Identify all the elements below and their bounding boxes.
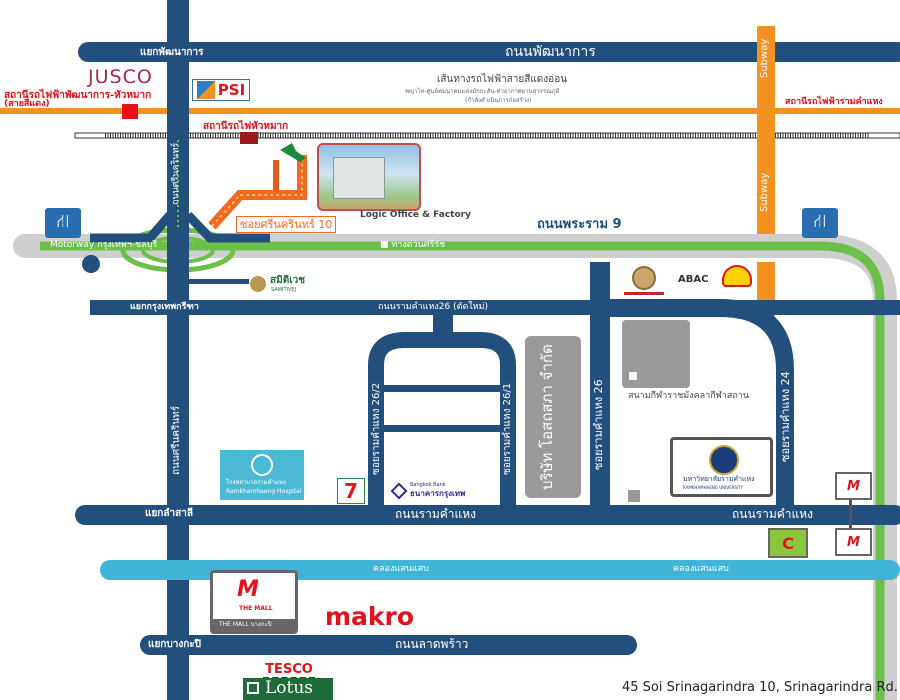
pattanakarn-road-label: ถนนพัฒนาการ [505, 44, 596, 60]
saen-saep-canal [100, 560, 900, 580]
abac-label: ABAC [678, 274, 709, 285]
soi-24-road [600, 299, 794, 508]
tesco-text: TESCO [265, 662, 313, 677]
the-mall-icon: M [237, 577, 259, 602]
lotus-icon [247, 682, 259, 694]
ladprao-road-label: ถนนลาดพร้าว [395, 637, 469, 651]
ramkhamhaeng-road-label-right: ถนนรามคำแหง [732, 507, 814, 521]
lotus-logo: Lotus [243, 678, 333, 700]
ramkhamhaeng-road-label-left: ถนนรามคำแหง [395, 507, 477, 521]
motorway-label: Motorway กรุงเทพฯ-ชลบุรี [50, 240, 158, 250]
pattanakarn-road [78, 42, 900, 62]
samitivej-icon [250, 276, 266, 292]
motorway-icon: ⛙ [45, 208, 81, 238]
redline-sub1: พญาไท-ศูนย์คมนาคมแห่งมักกะสัน-ท่าอากาศยา… [405, 88, 560, 95]
srinakarin-road-label-upper: ถนนศรีนครินทร์ [171, 142, 181, 205]
soi-24-label: ซอยรามคำแหง 24 [779, 371, 792, 462]
the-mall-bangkapi-logo: M THE MALL THE MALL บางกะปิ [210, 570, 298, 634]
psi-icon [196, 81, 215, 99]
ramp-road [184, 211, 270, 243]
pattanakarn-station-label: สถานีรถไฟฟ้าพัฒนาการ-หัวหมาก [4, 90, 152, 101]
lotus-text: Lotus [265, 678, 314, 698]
rama9-road-label: ถนนพระราม 9 [537, 217, 622, 232]
redline-title: เส้นทางรถไฟฟ้าสายสีแดงอ่อน [437, 74, 568, 85]
pattanakarn-station-marker [122, 104, 138, 119]
seven-eleven-logo: 7 [337, 478, 365, 504]
psi-text: PSI [217, 81, 246, 99]
huamak-station-marker [240, 132, 258, 144]
subway-label-top: Subway [759, 38, 770, 78]
ramkhamhaeng-road [75, 505, 900, 525]
ladprao-road [140, 635, 637, 655]
stadium-block [622, 320, 690, 388]
stadium-label: สนามกีฬาราชมังคลากีฬาสถาน [628, 391, 750, 401]
arrow-icon [280, 143, 306, 162]
the-mall-text: THE MALL [239, 605, 273, 612]
lamsali-intersection-label: แยกลำสาลี [145, 508, 193, 519]
samitivej-en: SAMITIVEJ [271, 287, 297, 293]
canal-label-right: คลองแสนแสบ [673, 564, 729, 574]
university-en: RAMKHAMHAENG UNIVERSITY [683, 485, 744, 490]
ramkhamhaeng26-new-label: ถนนรามคำแหง26 (ตัดใหม่) [378, 302, 489, 312]
abac-logo [624, 263, 664, 295]
address-text: 45 Soi Srinagarindra 10, Srinagarindra R… [622, 680, 898, 695]
ramkhamhaeng-station-label: สถานีรถไฟฟ้ารามคำแหง [785, 97, 883, 107]
the-mall-logo-small: M [835, 528, 872, 556]
ramp-road [90, 212, 174, 243]
subway-label-bottom: Subway [759, 172, 770, 212]
samitivej-th: สมิติเวช [270, 275, 306, 286]
huamak-station-label: สถานีรถไฟหัวหมาก [203, 121, 289, 132]
the-mall-bangkapi-text: THE MALL บางกะปิ [213, 619, 295, 631]
ramkhamhaeng-hospital-logo: โรงพยาบาลรามคำแหง Ramkhamhaeng Hospital [220, 450, 304, 500]
srinakarin-road [167, 0, 189, 700]
krungthep-kreetha-label: แยกกรุงเทพกรีฑา [130, 302, 199, 312]
soi-26-1-label: ซอยรามคำแหง 26/1 [502, 382, 513, 475]
big-c-logo: C [768, 528, 808, 558]
hospital-th: โรงพยาบาลรามคำแหง [226, 479, 286, 486]
pattanakarn-line-label: (สายสีแดง) [4, 99, 50, 109]
logic-office-label: Logic Office & Factory [360, 210, 471, 220]
krungthep-kreetha-road [90, 300, 900, 315]
logic-office-photo [317, 143, 421, 211]
company-block [525, 336, 581, 498]
shell-logo-icon [722, 265, 752, 287]
expressway-line [40, 241, 885, 700]
makro-logo: makro [325, 602, 415, 631]
soi-26-2-label: ซอยรามคำแหง 26/2 [371, 382, 382, 475]
university-seal-icon [709, 445, 739, 475]
soi-26-label: ซอยรามคำแหง 26 [592, 379, 605, 470]
redline-sub2: (กำลังดำเนินการก่อสร้าง) [465, 97, 532, 104]
redline-track [0, 108, 900, 114]
the-mall-logo-small: M [835, 472, 872, 500]
bangkok-bank-en: Bangkok Bank [410, 482, 446, 488]
abac-seal-icon [632, 265, 656, 290]
canal-label-left: คลองแสนแสบ [373, 564, 429, 574]
ramkhamhaeng-university-logo: มหาวิทยาลัยรามคำแหง RAMKHAMHAENG UNIVERS… [670, 437, 773, 497]
company-label: บริษัท โอสถสภา จำกัด [538, 344, 556, 490]
road-end [82, 255, 100, 273]
psi-logo: PSI [192, 79, 250, 101]
pattanakarn-intersection-label: แยกพัฒนาการ [140, 47, 204, 58]
jusco-logo: JUSCO [88, 66, 153, 88]
hospital-emblem-icon [251, 454, 273, 476]
expressway-label: ■ ทางด่วนศรีรัช [380, 240, 446, 250]
soi-srinakarin-10-label: ซอยศรีนครินทร์ 10 [236, 216, 337, 233]
srinakarin-road-label-lower: ถนนศรีนครินทร์ [171, 405, 182, 475]
hospital-en: Ramkhamhaeng Hospital [226, 488, 302, 495]
bangkapi-intersection-label: แยกบางกะปิ [148, 639, 201, 650]
subway-line [757, 26, 775, 234]
bangkok-bank-th: ธนาคารกรุงเทพ [410, 489, 466, 498]
motorway-icon: ⛙ [802, 208, 838, 238]
soi-26-road [590, 262, 610, 510]
tesco-logo: TESCO [245, 658, 333, 679]
university-th: มหาวิทยาลัยรามคำแหง [683, 475, 755, 483]
